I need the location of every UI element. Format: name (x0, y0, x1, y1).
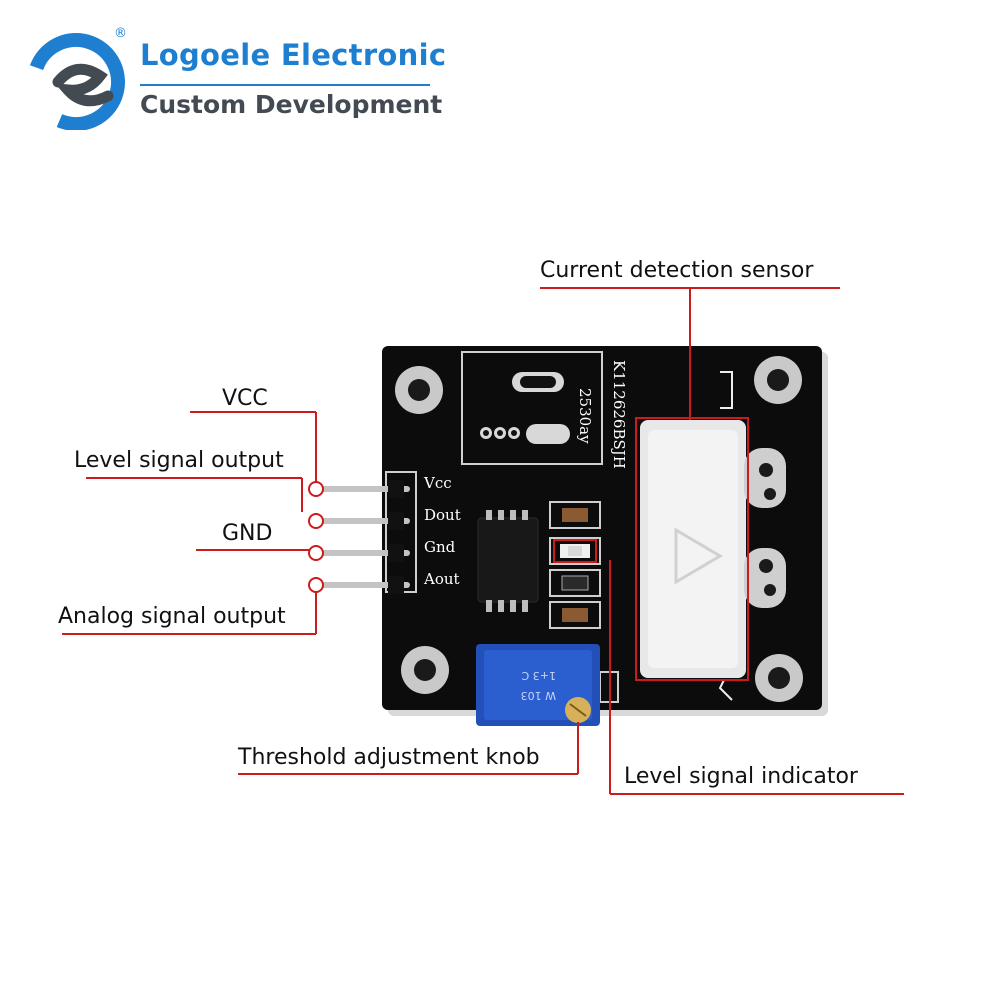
sensor-lug-top (744, 448, 786, 508)
silk-gnd: Gnd (424, 538, 456, 556)
callout-level-signal-indicator: Level signal indicator (624, 764, 858, 789)
logoele-logo-icon (28, 33, 125, 130)
callout-level-signal-output: Level signal output (74, 448, 284, 473)
silk-aout: Aout (423, 570, 460, 588)
board-code-label: K112626BSJH (610, 360, 628, 469)
arrow-marker-bottom (718, 679, 733, 701)
smd-resistor (549, 569, 601, 597)
smd-capacitor-1 (549, 501, 601, 529)
brand-name: Logoele Electronic (140, 38, 447, 72)
sensor-triangle-mark (674, 527, 723, 585)
pin-callout-dots (308, 481, 324, 593)
brand-tagline: Custom Development (140, 90, 443, 119)
callout-lines (62, 287, 904, 795)
callout-gnd: GND (222, 521, 273, 546)
potentiometer: 1+3 C W 103 (476, 644, 600, 726)
chip-code-label: 2530ay (576, 388, 594, 444)
sensor-footprint-outline (461, 351, 603, 465)
ic-chip (477, 510, 539, 612)
silk-vcc: Vcc (423, 474, 452, 492)
callout-threshold-adjustment-knob: Threshold adjustment knob (238, 745, 540, 770)
sensor-lug-bottom (744, 548, 786, 608)
pot-marking-1: 1+3 C (521, 669, 556, 682)
led-highlight-box (553, 539, 597, 563)
mounting-hole-top-right (754, 356, 802, 404)
sensor-highlight-box (635, 417, 749, 681)
callout-current-detection-sensor: Current detection sensor (540, 258, 814, 283)
solder-slot-bottom (526, 424, 570, 444)
level-signal-led (549, 537, 601, 565)
silk-dout: Dout (424, 506, 461, 524)
callout-vcc: VCC (222, 386, 268, 411)
callout-analog-signal-output: Analog signal output (58, 604, 286, 629)
mounting-hole-bottom-left (401, 646, 449, 694)
registered-mark: ® (114, 26, 127, 41)
mounting-hole-top-left (395, 366, 443, 414)
smd-capacitor-2 (549, 601, 601, 629)
arrow-marker-top (720, 371, 733, 409)
pot-marking-2: W 103 (521, 689, 556, 702)
header-pins (320, 486, 410, 588)
mounting-hole-bottom-right (755, 654, 803, 702)
brand-divider (140, 84, 430, 86)
